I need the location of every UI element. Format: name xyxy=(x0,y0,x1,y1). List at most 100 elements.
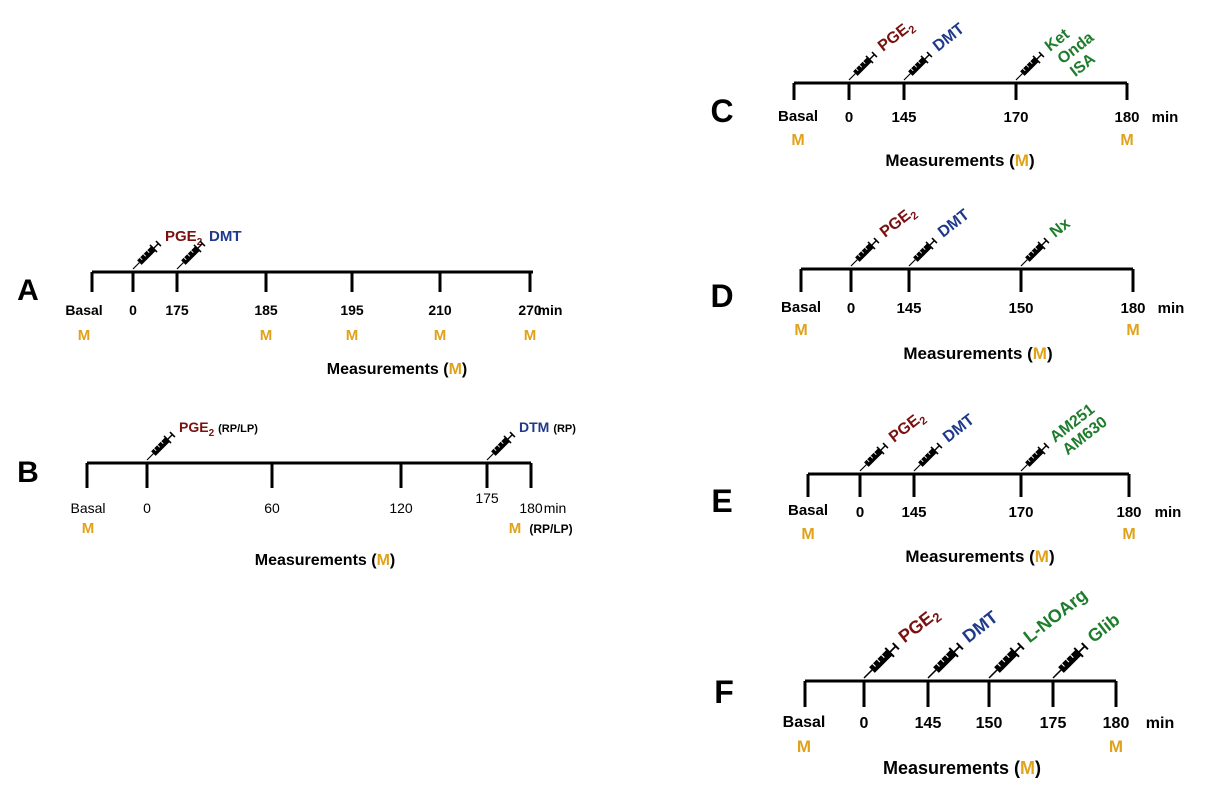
time-label: 180 xyxy=(1116,504,1141,521)
panel-letter: A xyxy=(17,274,39,307)
injection-label: PGE2 xyxy=(165,228,203,248)
time-label: 185 xyxy=(254,302,278,318)
basal-label: Basal xyxy=(70,500,105,516)
syringe-icon xyxy=(848,51,878,81)
measurement-marker: M xyxy=(434,327,447,344)
injection-label: DMT xyxy=(959,607,1002,647)
syringe-icon xyxy=(859,442,889,472)
measurement-marker: M xyxy=(509,520,522,537)
syringe-icon xyxy=(146,431,176,461)
syringe-icon xyxy=(1020,442,1050,472)
time-label: 210 xyxy=(428,302,452,318)
measurement-marker: M xyxy=(78,327,91,344)
injection-label: Nx xyxy=(1047,215,1074,241)
measurements-caption: Measurements (M) xyxy=(905,547,1054,566)
basal-label: Basal xyxy=(783,714,826,731)
unit-label: min xyxy=(544,500,567,516)
time-label: 175 xyxy=(165,302,189,318)
time-label: 0 xyxy=(856,504,864,521)
syringe-icon xyxy=(908,237,938,267)
injection-label: PGE2(RP/LP) xyxy=(179,419,258,439)
measurements-caption: Measurements (M) xyxy=(255,552,395,569)
measurement-marker: M xyxy=(524,327,537,344)
time-label: 0 xyxy=(860,715,869,732)
syringe-icon xyxy=(927,642,964,679)
time-label: 145 xyxy=(901,504,926,521)
syringe-icon xyxy=(1052,642,1089,679)
injection-label: PGE2 xyxy=(877,203,921,243)
measurement-marker: M xyxy=(794,322,807,339)
injection-label: Glib xyxy=(1084,609,1124,646)
basal-label: Basal xyxy=(781,299,821,316)
syringe-icon xyxy=(176,240,206,270)
syringe-icon xyxy=(850,237,880,267)
measurements-caption: Measurements (M) xyxy=(327,361,467,378)
measurement-marker: M xyxy=(82,520,95,537)
syringe-icon xyxy=(988,642,1025,679)
basal-label: Basal xyxy=(788,502,828,519)
panel-letter: F xyxy=(714,674,734,710)
injection-label: DTM(RP) xyxy=(519,419,576,435)
measurement-marker: M xyxy=(260,327,273,344)
measurements-caption: Measurements (M) xyxy=(883,758,1041,778)
measurement-marker: M xyxy=(1122,526,1135,543)
injection-label: PGE2 xyxy=(895,603,945,649)
injection-label: L-NOArg xyxy=(1020,585,1091,647)
syringe-icon xyxy=(913,442,943,472)
measurement-marker: M xyxy=(801,526,814,543)
time-label: 175 xyxy=(475,490,499,506)
time-label: 195 xyxy=(340,302,364,318)
time-label: 150 xyxy=(1008,300,1033,317)
measurement-marker: M xyxy=(1126,322,1139,339)
time-label: 0 xyxy=(845,109,853,126)
time-label: 180 xyxy=(1114,109,1139,126)
panel-letter: B xyxy=(17,456,39,489)
measurement-marker: M xyxy=(346,327,359,344)
panel-letter: E xyxy=(711,483,732,519)
unit-label: min xyxy=(1158,300,1185,317)
measurements-caption: Measurements (M) xyxy=(885,151,1034,170)
syringe-icon xyxy=(903,51,933,81)
time-label: 150 xyxy=(976,715,1003,732)
time-label: 270 xyxy=(518,302,542,318)
panel-letter: D xyxy=(710,278,733,314)
measurement-marker: M xyxy=(1109,737,1123,756)
injection-label: DMT xyxy=(930,20,968,55)
time-label: 180 xyxy=(1103,715,1130,732)
syringe-icon xyxy=(132,240,162,270)
syringe-icon xyxy=(863,642,900,679)
injection-label: DMT xyxy=(940,411,978,446)
measurement-side-label: (RP/LP) xyxy=(529,522,572,536)
injection-label: DMT xyxy=(935,206,973,241)
injection-label: PGE2 xyxy=(886,408,930,448)
injection-label: DMT xyxy=(209,228,242,245)
time-label: 180 xyxy=(1120,300,1145,317)
time-label: 170 xyxy=(1008,504,1033,521)
unit-label: min xyxy=(1146,715,1174,732)
syringe-icon xyxy=(486,431,516,461)
measurement-marker: M xyxy=(791,132,804,149)
time-label: 145 xyxy=(915,715,942,732)
time-label: 170 xyxy=(1003,109,1028,126)
time-label: 0 xyxy=(847,300,855,317)
basal-label: Basal xyxy=(778,108,818,125)
basal-label: Basal xyxy=(65,302,102,318)
unit-label: min xyxy=(1155,504,1182,521)
time-label: 175 xyxy=(1040,715,1067,732)
measurements-caption: Measurements (M) xyxy=(903,344,1052,363)
time-label: 180 xyxy=(519,500,543,516)
time-label: 60 xyxy=(264,500,280,516)
measurement-marker: M xyxy=(1120,132,1133,149)
panel-letter: C xyxy=(710,93,733,129)
measurement-marker: M xyxy=(797,737,811,756)
time-label: 145 xyxy=(891,109,916,126)
time-label: 120 xyxy=(389,500,413,516)
syringe-icon xyxy=(1015,51,1045,81)
